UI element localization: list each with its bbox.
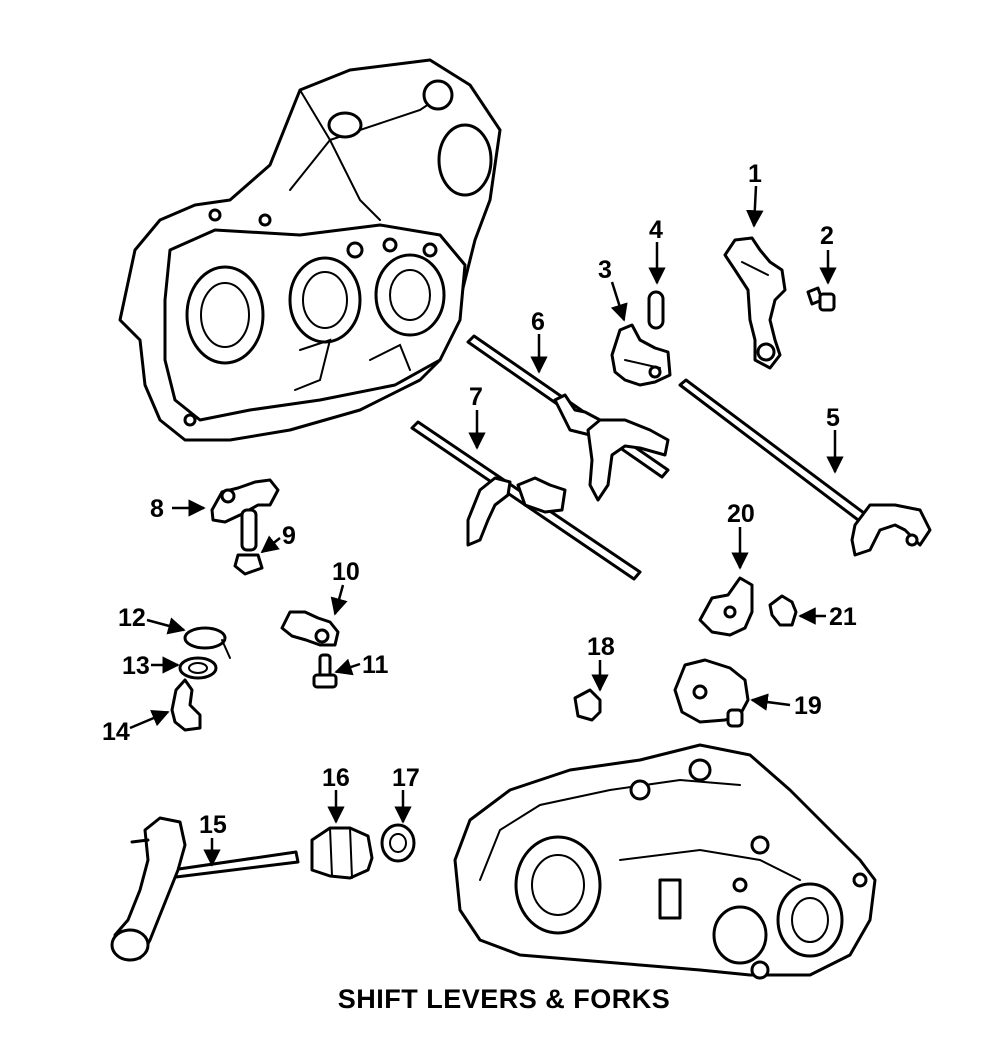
diagram-caption: SHIFT LEVERS & FORKS — [337, 984, 671, 1014]
callout-18: 18 — [587, 633, 615, 661]
bolt-part-11 — [312, 653, 338, 689]
callout-9: 9 — [282, 522, 296, 550]
shift-rail-fork-part-7 — [410, 420, 642, 581]
callout-2: 2 — [820, 222, 834, 250]
clip-part-21 — [768, 594, 798, 627]
bracket-part-3 — [610, 323, 672, 387]
callout-8: 8 — [150, 495, 164, 523]
plug-part-18 — [573, 688, 602, 722]
pin-part-4 — [647, 290, 665, 330]
transmission-case-half — [453, 743, 877, 980]
seal-part-17 — [380, 823, 416, 863]
callout-labels: 1 2 3 4 5 6 7 8 9 10 11 12 13 14 15 16 1… — [102, 160, 857, 839]
boot-part-16 — [310, 826, 374, 880]
callout-16: 16 — [322, 764, 350, 792]
callout-20: 20 — [727, 500, 755, 528]
clutch-housing-case — [118, 58, 502, 442]
callout-4: 4 — [649, 216, 663, 244]
bolt-part-2 — [806, 286, 836, 312]
callout-10: 10 — [332, 558, 360, 586]
callout-14: 14 — [102, 718, 130, 746]
bolt-part-9 — [233, 553, 264, 576]
callout-3: 3 — [598, 256, 612, 284]
callout-6: 6 — [531, 308, 545, 336]
shift-rail-fork-part-6 — [466, 334, 670, 502]
lever-part-10 — [280, 610, 340, 647]
callout-13: 13 — [122, 652, 150, 680]
callout-7: 7 — [469, 383, 483, 411]
callout-19: 19 — [794, 692, 822, 720]
shift-lever-part-1 — [723, 236, 787, 370]
lever-part-8 — [210, 478, 280, 552]
callout-arrows — [129, 185, 844, 867]
callout-15: 15 — [199, 811, 227, 839]
shift-rail-fork-part-5 — [678, 378, 932, 557]
callout-11: 11 — [362, 651, 389, 679]
washer-part-13 — [178, 656, 218, 680]
lever-part-20 — [698, 576, 754, 637]
spring-part-12 — [183, 626, 231, 659]
callout-17: 17 — [392, 764, 420, 792]
lever-part-14 — [170, 678, 202, 732]
callout-1: 1 — [748, 160, 762, 188]
callout-5: 5 — [826, 404, 840, 432]
callout-12: 12 — [118, 604, 146, 632]
shift-shaft-part-15 — [110, 816, 300, 962]
callout-21: 21 — [829, 603, 857, 631]
housing-part-19 — [673, 658, 750, 728]
